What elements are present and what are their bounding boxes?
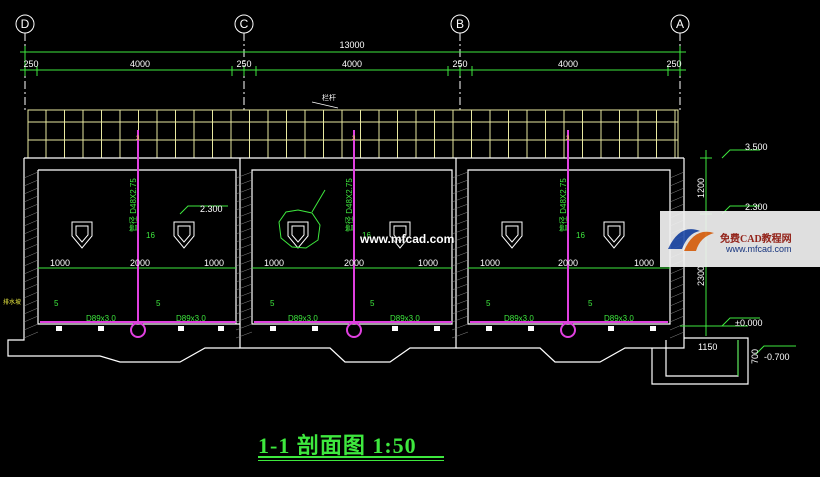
svg-text:3.500: 3.500 (745, 142, 768, 152)
svg-text:管径 D48X2.75: 管径 D48X2.75 (344, 178, 354, 232)
svg-text:2000: 2000 (130, 258, 150, 268)
svg-text:250: 250 (452, 59, 467, 69)
svg-text:4000: 4000 (342, 59, 362, 69)
svg-text:D89x3.0: D89x3.0 (86, 314, 116, 323)
svg-text:管径 D48X2.75: 管径 D48X2.75 (558, 178, 568, 232)
watermark-cn-text: 免费CAD教程网 (720, 234, 792, 245)
svg-text:250: 250 (236, 59, 251, 69)
floor-blocks (56, 326, 656, 331)
svg-text:2300: 2300 (696, 266, 706, 286)
svg-text:D89x3.0: D89x3.0 (176, 314, 206, 323)
svg-text:-0.700: -0.700 (764, 352, 790, 362)
svg-text:5: 5 (156, 299, 161, 308)
title-underline-thin (258, 460, 444, 461)
top-dimension-texts: 13000 250 4000 250 4000 250 4000 250 (23, 40, 681, 69)
watermark-badge: 免费CAD教程网 www.mfcad.com (660, 211, 820, 267)
top-dimension-lines (20, 46, 686, 76)
svg-text:1000: 1000 (418, 258, 438, 268)
svg-text:5: 5 (486, 299, 491, 308)
svg-text:1000: 1000 (264, 258, 284, 268)
axis-label-b: B (456, 17, 464, 31)
title-underline (258, 456, 444, 458)
svg-text:5: 5 (54, 299, 59, 308)
elevation-labels: 3.500 2.300 2.300 ±0.000 -0.700 1200 230… (200, 142, 790, 364)
svg-text:1150: 1150 (698, 342, 717, 352)
bottom-pipes (40, 130, 668, 338)
watermark-url-text: www.mfcad.com (726, 244, 792, 254)
svg-text:250: 250 (666, 59, 681, 69)
svg-text:D89x3.0: D89x3.0 (504, 314, 534, 323)
diffusers (71, 221, 625, 249)
svg-text:16: 16 (146, 231, 155, 240)
svg-text:1000: 1000 (480, 258, 500, 268)
svg-text:16: 16 (362, 231, 371, 240)
svg-text:D89x3.0: D89x3.0 (390, 314, 420, 323)
pipe-labels: 管径 D48X2.75 管径 D48X2.75 管径 D48X2.75 D89x… (54, 178, 634, 323)
svg-text:2.300: 2.300 (745, 202, 768, 212)
svg-text:1000: 1000 (634, 258, 654, 268)
svg-text:700: 700 (750, 349, 760, 364)
svg-text:5: 5 (588, 299, 593, 308)
axis-label-c: C (240, 17, 249, 31)
svg-text:1000: 1000 (50, 258, 70, 268)
axis-label-a: A (676, 17, 684, 31)
svg-text:2000: 2000 (344, 258, 364, 268)
svg-text:2000: 2000 (558, 258, 578, 268)
svg-text:250: 250 (23, 59, 38, 69)
axis-label-d: D (21, 17, 30, 31)
svg-text:4000: 4000 (130, 59, 150, 69)
inner-dimensions: 1000 2000 1000 1000 2000 1000 1000 2000 1000 (50, 258, 654, 268)
drawing-title: 1-1 剖面图 1:50 (258, 433, 417, 458)
svg-text:3: 3 (136, 136, 140, 142)
left-label: 排水坡 (3, 298, 21, 306)
watermark-logo-icon (668, 229, 714, 251)
svg-text:D89x3.0: D89x3.0 (604, 314, 634, 323)
svg-text:4000: 4000 (558, 59, 578, 69)
detail-callout-circle (278, 209, 321, 249)
svg-text:5: 5 (270, 299, 275, 308)
svg-text:1200: 1200 (696, 178, 706, 198)
svg-text:2.300: 2.300 (200, 204, 223, 214)
svg-text:管径 D48X2.75: 管径 D48X2.75 (128, 178, 138, 232)
tank-structure (7, 157, 749, 385)
railing-label: 栏杆 (322, 93, 336, 102)
svg-text:3: 3 (566, 136, 570, 142)
svg-text:D89x3.0: D89x3.0 (288, 314, 318, 323)
svg-text:16: 16 (576, 231, 585, 240)
watermark-center-text: www.mfcad.com (360, 232, 455, 246)
svg-text:±0.000: ±0.000 (735, 318, 762, 328)
svg-text:1000: 1000 (204, 258, 224, 268)
svg-text:5: 5 (370, 299, 375, 308)
svg-text:13000: 13000 (339, 40, 364, 50)
svg-text:3: 3 (352, 136, 356, 142)
